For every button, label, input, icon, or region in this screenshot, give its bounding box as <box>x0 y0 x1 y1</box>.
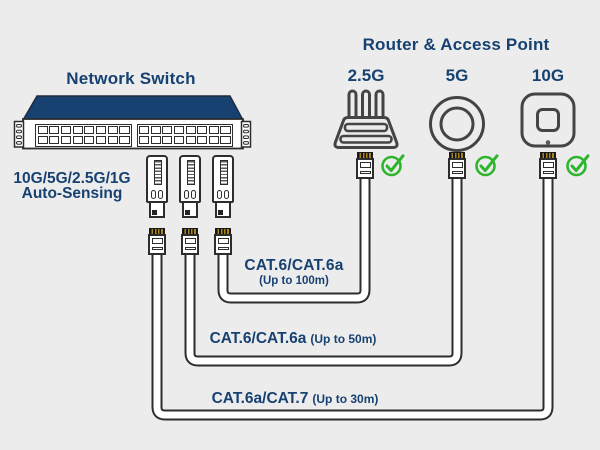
switch-port-block-right <box>136 123 233 147</box>
rj45-pins <box>357 152 373 158</box>
router-access-point-heading: Router & Access Point <box>362 35 550 54</box>
cable-label-30m: CAT.6a/CAT.7(Up to 30m) <box>211 390 379 407</box>
green-check-icon <box>566 154 590 177</box>
switch-rack-ears <box>13 120 252 148</box>
sfp-transceiver-icon <box>212 155 234 218</box>
rj45-connector-icon <box>448 152 466 179</box>
rj45-connector-icon <box>181 228 199 255</box>
cable-label-100m: CAT.6/CAT.6a (Up to 100m) <box>244 257 344 287</box>
cable-cat6-cat6a-100m <box>217 176 371 304</box>
transceiver-label-strip <box>153 160 162 185</box>
rj45-pins <box>215 228 231 234</box>
device-speed-label: 10G <box>531 66 565 85</box>
device-speed-label: 5G <box>445 66 469 85</box>
rj45-pins <box>182 228 198 234</box>
wifi-router-icon <box>333 89 399 149</box>
switch-ear-holes <box>16 124 249 145</box>
transceiver-label-strip <box>219 160 228 185</box>
rj45-connector-icon <box>356 152 374 179</box>
access-point-icon <box>520 92 576 148</box>
device-speed-label: 2.5G <box>347 66 385 85</box>
sfp-transceiver-icon <box>179 155 201 218</box>
cable-cat6-cat6a-50m <box>184 176 463 367</box>
switch-port-block-left <box>35 123 132 147</box>
cable-label-50m: CAT.6/CAT.6a(Up to 50m) <box>209 330 377 347</box>
network-switch-title: Network Switch <box>66 69 196 88</box>
green-check-icon <box>475 154 499 177</box>
autosensing-label: 10G/5G/2.5G/1G Auto-Sensing <box>13 170 131 202</box>
rj45-pins <box>449 152 465 158</box>
cable-cat6a-cat7-30m <box>151 176 554 421</box>
rj45-connector-icon <box>539 152 557 179</box>
transceiver-label-strip <box>186 160 195 185</box>
switch-top-panel <box>21 95 245 121</box>
mesh-wifi-icon <box>429 96 485 152</box>
green-check-icon <box>381 154 405 177</box>
sfp-transceiver-icon <box>146 155 168 218</box>
rj45-connector-icon <box>148 228 166 255</box>
rj45-pins <box>540 152 556 158</box>
rj45-pins <box>149 228 165 234</box>
rj45-connector-icon <box>214 228 232 255</box>
